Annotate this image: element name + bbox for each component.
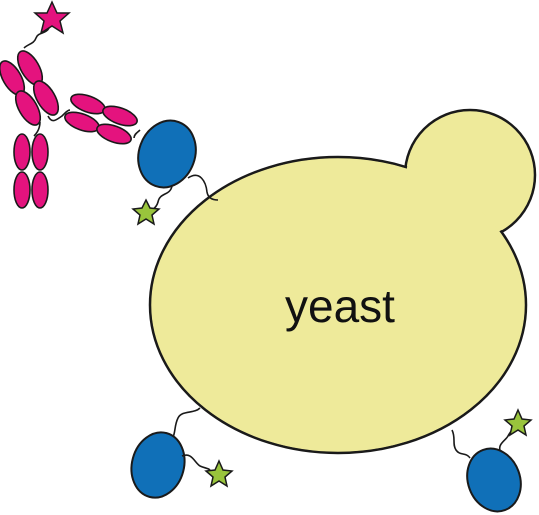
antibody-hinge-line [47, 109, 71, 122]
surface-protein-icon [466, 447, 522, 513]
star-tether-line [181, 454, 211, 471]
antibody-hinge-line [33, 121, 41, 137]
antibody-domain [13, 133, 31, 171]
antibody-domain [102, 105, 138, 127]
star-icon [204, 459, 234, 488]
tether-line [171, 407, 201, 441]
antibody-domain [32, 80, 60, 116]
antibody-link-line [133, 129, 141, 139]
yeast-cell: yeast [148, 108, 537, 455]
antibody-domain [13, 171, 31, 209]
star-tether-line [151, 185, 173, 211]
star-icon [131, 198, 161, 226]
yeast-mother-fill [151, 158, 525, 452]
star-icon [503, 408, 533, 437]
antibody-tether-line [23, 27, 50, 49]
antibody-domain [31, 133, 49, 171]
surface-protein-top [131, 119, 219, 226]
star-icon [33, 0, 71, 35]
surface-protein-icon [137, 119, 197, 189]
surface-protein-icon [130, 431, 186, 499]
antibody-domain [96, 123, 132, 145]
surface-protein-bottom-left [130, 407, 234, 499]
tether-line [451, 429, 471, 459]
antibody-domain [31, 171, 49, 209]
antibody-domain [14, 90, 42, 126]
antibody-icon [0, 0, 138, 209]
surface-protein-bottom-right [451, 408, 533, 513]
cell-label: yeast [285, 280, 395, 332]
tether-line [187, 174, 219, 201]
